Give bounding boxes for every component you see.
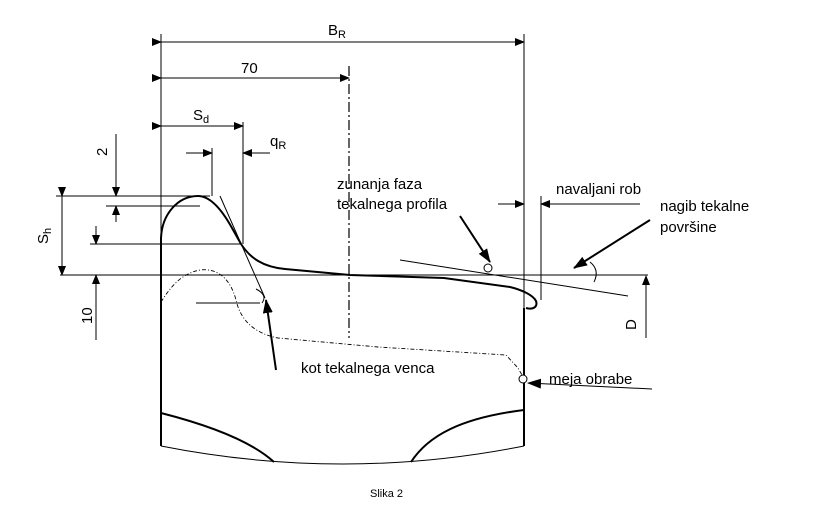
tread-slope-label-1: nagib tekalne: [660, 198, 749, 215]
d-label: D: [623, 319, 640, 330]
chamfer-marker: [483, 263, 493, 273]
br-label: BR: [328, 22, 346, 41]
worn-profile-line: [160, 269, 523, 376]
flange-angle-label: kot tekalnega venca: [301, 360, 435, 377]
outer-chamfer-label-1: zunanja faza: [337, 176, 423, 193]
rolled-edge-label: navaljani rob: [556, 181, 641, 198]
sd-label: Sd: [193, 107, 209, 126]
wheel-outline: [160, 194, 538, 465]
seventy-label: 70: [241, 60, 258, 77]
flange-angle-arc: [255, 288, 265, 304]
wheel-bottom-arc: [160, 445, 525, 465]
tread-slope-angle-arc: [589, 261, 597, 283]
tread-slope-line: [399, 259, 629, 297]
flange-angle-leader: [262, 299, 277, 371]
web-curve-right: [410, 409, 525, 463]
sh-label: Sh: [35, 228, 54, 244]
tread-profile: [160, 194, 538, 310]
outer-chamfer-label-2: tekalnega profila: [337, 196, 448, 213]
figure-caption: Slika 2: [370, 488, 403, 500]
wear-limit-leader: [527, 378, 653, 390]
flange-tangent-line: [219, 195, 266, 299]
ten-label: 10: [79, 307, 96, 324]
tread-slope-leader: [573, 219, 651, 269]
qr-label: qR: [270, 133, 286, 152]
wear-limit-label: meja obrabe: [549, 371, 632, 388]
tread-slope-label-2: površine: [660, 219, 717, 236]
web-curve-left: [160, 412, 275, 463]
two-label: 2: [94, 148, 111, 156]
wear-limit-marker: [518, 374, 528, 384]
chamfer-leader: [459, 215, 491, 263]
